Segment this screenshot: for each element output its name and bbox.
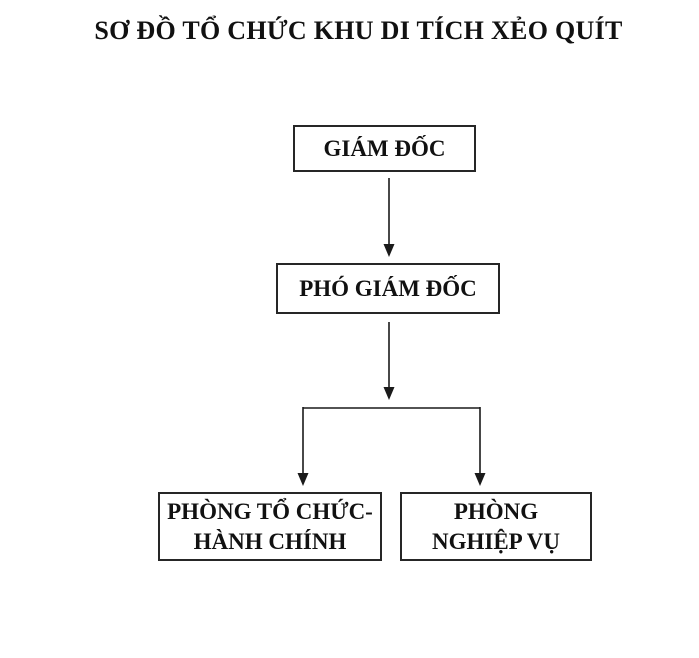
node-pho-giam-doc-label: PHÓ GIÁM ĐỐC bbox=[299, 275, 477, 301]
node-phong-to-chuc-line1: PHÒNG TỔ CHỨC- bbox=[167, 498, 373, 524]
node-giam-doc-label: GIÁM ĐỐC bbox=[323, 135, 446, 161]
node-pho-giam-doc: PHÓ GIÁM ĐỐC bbox=[276, 263, 500, 314]
node-phong-to-chuc-line2: HÀNH CHÍNH bbox=[193, 528, 347, 554]
node-phong-to-chuc-hanh-chinh: PHÒNG TỔ CHỨC- HÀNH CHÍNH bbox=[158, 492, 382, 561]
node-giam-doc: GIÁM ĐỐC bbox=[293, 125, 476, 172]
node-phong-nghiep-vu-line2: NGHIỆP VỤ bbox=[431, 528, 561, 554]
node-phong-nghiep-vu: PHÒNG NGHIỆP VỤ bbox=[400, 492, 592, 561]
node-phong-nghiep-vu-line1: PHÒNG bbox=[453, 498, 539, 524]
chart-title: SƠ ĐỒ TỔ CHỨC KHU DI TÍCH XẺO QUÍT bbox=[94, 16, 623, 45]
